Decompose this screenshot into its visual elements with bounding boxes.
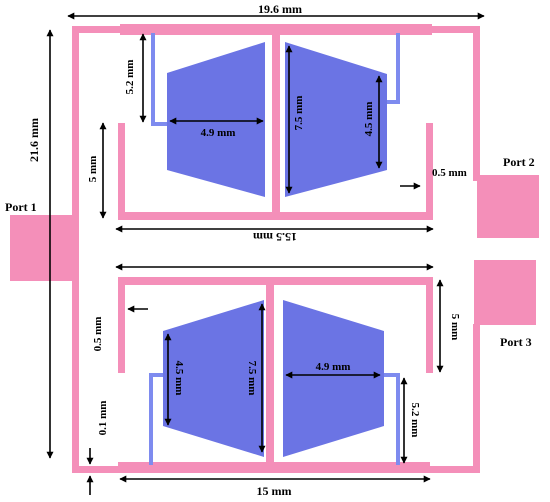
label-offset: 0.1 mm	[97, 401, 109, 436]
microstrip-lines	[10, 24, 539, 473]
label-top-arm-width: 15.5 mm	[253, 230, 297, 244]
upper-center-stub	[272, 33, 280, 219]
lower-top-bar	[118, 277, 433, 285]
outer-frame-right	[473, 26, 480, 181]
labels: 19.6 mm 21.6 mm Port 1 Port 2 Port 3 5.2…	[5, 2, 535, 498]
lower-left-arm	[118, 277, 125, 373]
outer-frame-left	[72, 26, 79, 472]
label-port2: Port 2	[503, 155, 535, 169]
label-lower-feed-length: 5.2 mm	[409, 403, 421, 438]
lower-right-patch	[283, 300, 384, 457]
upper-left-feed	[151, 33, 168, 126]
label-overall-height: 21.6 mm	[27, 118, 41, 162]
label-lower-patch-width: 4.9 mm	[316, 361, 351, 373]
label-upper-gap: 0.5 mm	[432, 167, 467, 179]
label-lower-arm-height: 5 mm	[449, 314, 461, 341]
lower-bottom-bar	[118, 462, 430, 473]
lower-left-patch	[163, 300, 264, 457]
lower-right-feed	[384, 373, 400, 465]
upper-right-arm	[426, 123, 433, 217]
lower-right-arm	[426, 277, 433, 373]
label-port3: Port 3	[500, 335, 532, 349]
label-lower-patch-height: 7.5 mm	[246, 361, 258, 396]
upper-right-feed	[384, 33, 400, 104]
lower-left-feed	[149, 373, 164, 465]
port3-pad	[474, 260, 536, 325]
label-upper-small-height: 4.5 mm	[363, 102, 375, 137]
port1-pad	[10, 215, 72, 281]
label-overall-width: 19.6 mm	[258, 2, 302, 16]
port2-pad	[477, 175, 539, 238]
label-port1: Port 1	[5, 200, 37, 214]
dimension-arrows	[46, 12, 485, 495]
upper-left-arm	[118, 123, 125, 217]
label-upper-patch-height: 7.5 mm	[293, 96, 305, 131]
upper-left-patch	[167, 42, 265, 197]
label-lower-gap: 0.5 mm	[92, 317, 104, 352]
label-upper-feed-length: 5.2 mm	[124, 60, 136, 95]
upper-bottom-bar	[118, 212, 433, 220]
label-lower-small-height: 4.5 mm	[173, 361, 185, 396]
outer-frame-right-lower	[473, 324, 480, 472]
upper-top-bar	[120, 24, 432, 35]
label-upper-patch-width: 4.9 mm	[201, 127, 236, 139]
upper-right-patch	[285, 42, 387, 197]
lower-center-stub	[266, 282, 274, 468]
feed-lines	[149, 33, 400, 465]
label-upper-arm-height: 5 mm	[87, 156, 99, 183]
label-bottom-overall: 15 mm	[257, 484, 292, 498]
